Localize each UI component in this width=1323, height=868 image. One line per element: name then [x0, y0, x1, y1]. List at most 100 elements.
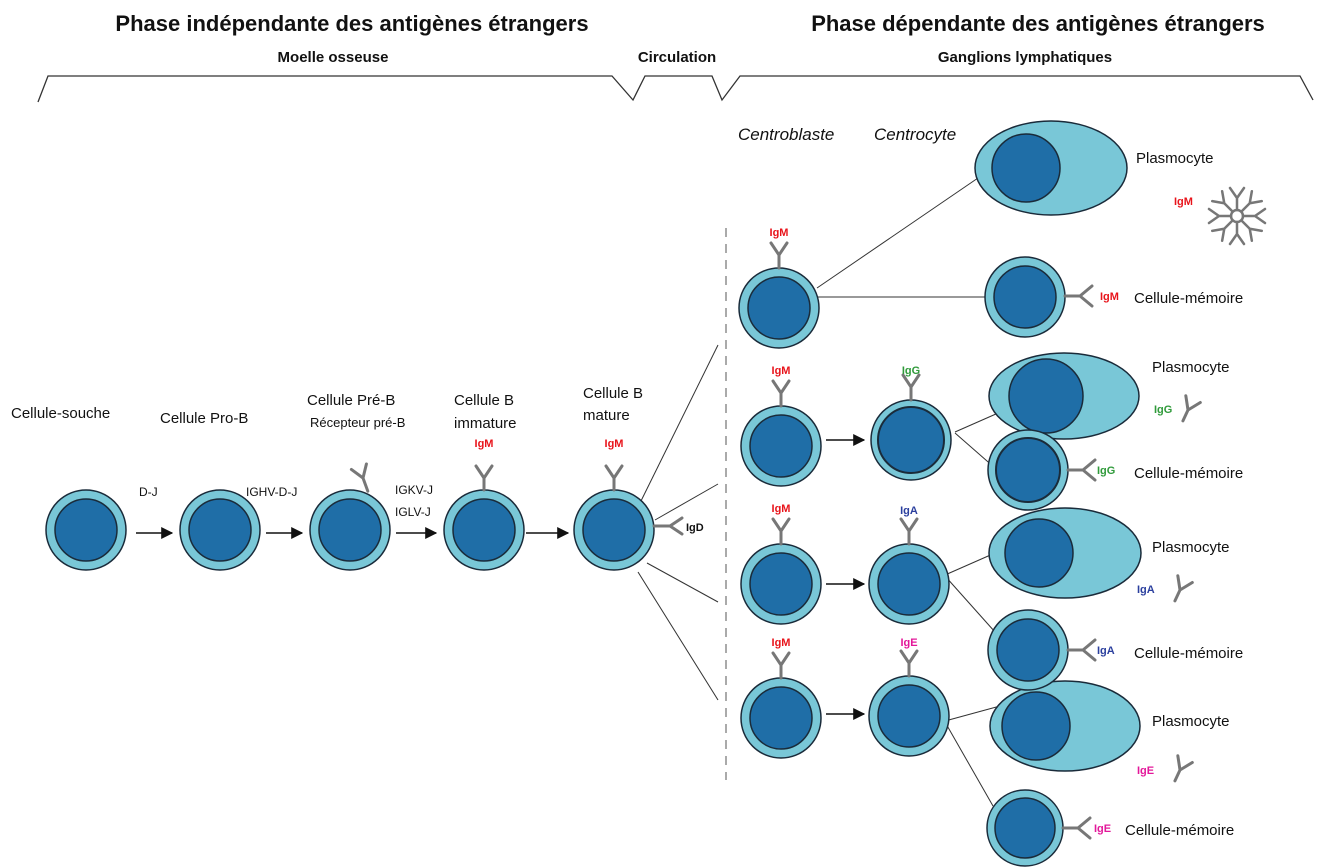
iglv-label: IGLV-J [395, 505, 431, 519]
immature-b-label-1: Cellule B [454, 392, 514, 409]
header-bracket [37, 75, 1314, 103]
isotype-label-immature-igm: IgM [475, 438, 494, 450]
isotype-label-memory-ige: IgE [1094, 823, 1111, 835]
memory-igg-antibody-icon [1066, 458, 1097, 482]
branch-lines [637, 177, 1006, 807]
plasmocyte-igm [974, 120, 1128, 216]
isotype-label-plasmocyte-igg: IgG [1154, 404, 1172, 416]
secreted-igg-antibody-icon [1181, 394, 1202, 423]
isotype-label-plasmocyte-iga: IgA [1137, 584, 1155, 596]
memory-cell-ige [986, 789, 1064, 867]
plasmocytes [974, 120, 1142, 772]
centroblast-iga [740, 543, 822, 625]
pro-b-label: Cellule Pro-B [160, 410, 248, 427]
plasmocyte-label-ige: Plasmocyte [1152, 713, 1230, 730]
mature-b-label-1: Cellule B [583, 385, 643, 402]
antibodies [349, 241, 1202, 840]
centroblast-igg-row-antibody-icon [771, 379, 791, 408]
secreted-iga-antibody-icon [1173, 574, 1194, 603]
memory-label-ige: Cellule-mémoire [1125, 822, 1234, 839]
isotype-label-cb-igm: IgM [770, 227, 789, 239]
ighv-label: IGHV-D-J [246, 485, 297, 499]
isotype-label-memory-iga: IgA [1097, 645, 1115, 657]
development-arrows [136, 434, 866, 720]
phase-dependent-title: Phase dépendante des antigènes étrangers [811, 11, 1265, 36]
plasmocyte-label-iga: Plasmocyte [1152, 539, 1230, 556]
branch-ige [637, 571, 719, 701]
centrocyte-iga [868, 543, 950, 625]
memory-igm-antibody-icon [1063, 284, 1094, 308]
bone-marrow-label: Moelle osseuse [278, 49, 389, 66]
igm-pentamer-icon [1207, 186, 1267, 246]
isotype-label-cc-iga: IgA [900, 505, 918, 517]
centroblast-igm [738, 267, 820, 349]
isotype-label-memory-igm: IgM [1100, 291, 1119, 303]
secreted-ige-antibody-icon [1173, 754, 1194, 783]
isotype-label-cb-igg-row: IgM [772, 365, 791, 377]
centroblast-label: Centroblaste [738, 125, 834, 144]
lymph-nodes-label: Ganglions lymphatiques [938, 49, 1112, 66]
plasmocyte-label-igg: Plasmocyte [1152, 359, 1230, 376]
isotype-label-mature-igd: IgD [686, 522, 704, 534]
isotype-label-plasmocyte-ige: IgE [1137, 765, 1154, 777]
mature-igm-antibody-icon [604, 464, 624, 492]
section-brackets [37, 75, 1314, 103]
mature-b-cell [573, 489, 655, 571]
memory-cell-igm [984, 256, 1066, 338]
pre-b-label: Cellule Pré-B [307, 392, 395, 409]
centroblast-igm-antibody-icon [769, 241, 789, 270]
immature-igm-antibody-icon [474, 464, 494, 492]
centrocyte-ige [868, 675, 950, 757]
mature-igd-antibody-icon [652, 516, 684, 536]
pre-b-receptor-label: Récepteur pré-B [310, 415, 405, 430]
centrocyte-igg-antibody-icon [901, 373, 921, 402]
plasmocyte-ige [989, 680, 1141, 772]
mature-b-label-2: mature [583, 407, 630, 424]
ige-to-memory [944, 721, 994, 807]
igm-to-plasmocyte [816, 177, 979, 289]
immature-b-cell [443, 489, 525, 571]
phase-independent-title: Phase indépendante des antigènes étrange… [115, 11, 588, 36]
stem-cell [45, 489, 127, 571]
isotype-label-cb-iga-row: IgM [772, 503, 791, 515]
isotype-label-cb-ige-row: IgM [772, 637, 791, 649]
memory-ige-antibody-icon [1061, 816, 1092, 840]
centroblast-iga-row-antibody-icon [771, 517, 791, 546]
memory-cell-igg [987, 429, 1069, 511]
memory-iga-antibody-icon [1066, 638, 1097, 662]
isotype-label-plasmocyte-igm: IgM [1174, 196, 1193, 208]
pre-b-receptor-icon [349, 462, 370, 493]
isotype-label-memory-igg: IgG [1097, 465, 1115, 477]
centrocyte-ige-antibody-icon [899, 649, 919, 678]
memory-cell-iga [987, 609, 1069, 691]
igkv-label: IGKV-J [395, 483, 433, 497]
memory-label-igm: Cellule-mémoire [1134, 290, 1243, 307]
isotype-label-cc-igg: IgG [902, 365, 920, 377]
memory-label-igg: Cellule-mémoire [1134, 465, 1243, 482]
centroblast-ige-row-antibody-icon [771, 651, 791, 680]
stem-cell-label: Cellule-souche [11, 405, 110, 422]
ige-to-plasmocyte [944, 705, 1001, 722]
pro-b-cell [179, 489, 261, 571]
memory-label-iga: Cellule-mémoire [1134, 645, 1243, 662]
centroblast-ige [740, 677, 822, 759]
centrocyte-igg [870, 399, 952, 481]
isotype-label-mature-igm: IgM [605, 438, 624, 450]
plasmocyte-igg [988, 352, 1140, 440]
branch-iga [646, 562, 719, 603]
iga-to-plasmocyte [944, 552, 996, 576]
dj-label: D-J [139, 485, 158, 499]
circulation-label: Circulation [638, 49, 716, 66]
centrocyte-label: Centrocyte [874, 125, 956, 144]
isotype-label-cc-ige: IgE [900, 637, 917, 649]
iga-to-memory [944, 575, 996, 633]
branch-igm [639, 344, 719, 504]
immature-b-label-2: immature [454, 415, 517, 432]
pre-b-cell [309, 489, 391, 571]
plasmocyte-iga [988, 507, 1142, 599]
plasmocyte-label-igm: Plasmocyte [1136, 150, 1214, 167]
cells [45, 256, 1069, 867]
branch-igg [654, 483, 719, 521]
centroblast-igg [740, 405, 822, 487]
